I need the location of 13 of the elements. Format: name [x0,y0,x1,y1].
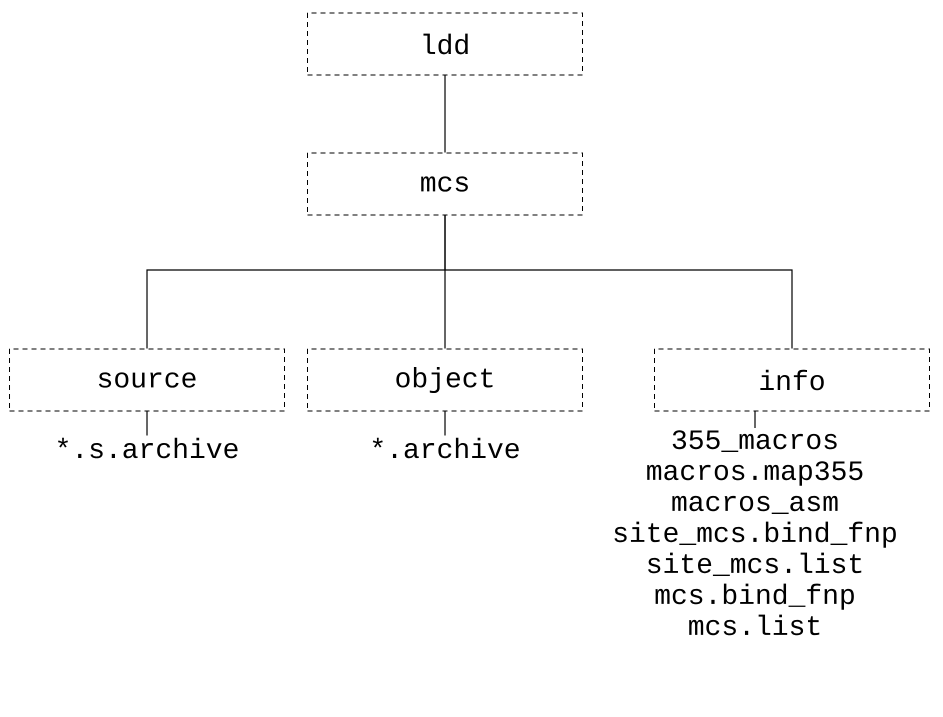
connector-line [754,412,756,428]
directory-box: ldd [307,12,583,76]
file-name-text: *.archive [372,438,519,458]
connector-line [146,412,148,436]
directory-box: source [9,348,285,412]
directory-box: info [654,348,930,412]
connector-line [444,412,446,436]
file-list-text: 355_macros macros.map355 macros_asm site_mcs.bind_fnp site_mcs.list mcs.bind_fnp mcs.list [614,430,896,636]
directory-box: object [307,348,583,412]
connector-line [444,76,446,152]
directory-box: mcs [307,152,583,216]
file-name-text: *.s.archive [58,438,238,458]
connector-line [444,216,793,348]
